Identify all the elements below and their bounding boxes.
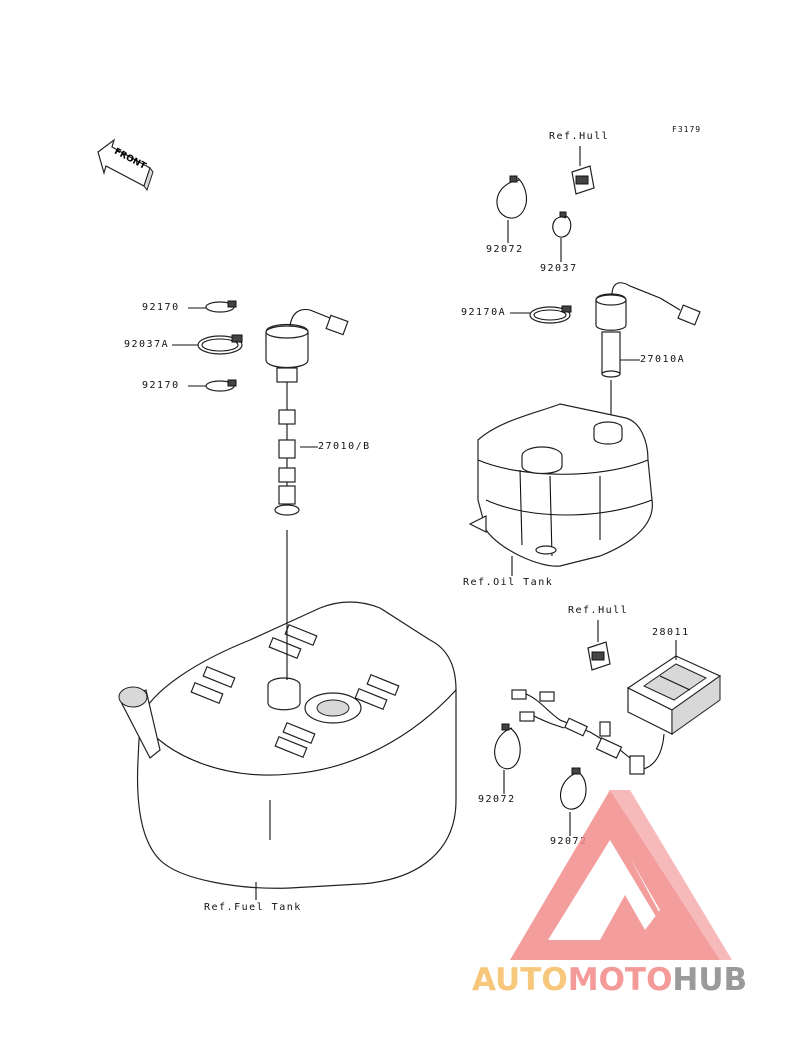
- callout-27010b: 27010/B: [318, 441, 371, 452]
- callout-28011: 28011: [652, 627, 690, 638]
- clamp-92170-bottom-icon: [205, 379, 237, 392]
- watermark-part3: HUB: [672, 962, 748, 998]
- callout-92072-top: 92072: [486, 244, 524, 255]
- callout-ref-hull-top: Ref.Hull: [549, 131, 610, 142]
- hull-bracket-top-icon: [571, 165, 595, 195]
- fuel-gauge-28011: [626, 655, 722, 775]
- fuel-level-sender-27010b: [265, 308, 349, 516]
- oil-tank: [468, 403, 653, 567]
- callout-92072-right: 92072: [550, 836, 588, 847]
- watermark-part2: MOTO: [567, 962, 673, 998]
- figure-code: F3179: [672, 125, 702, 134]
- clamp-92072-right-icon: [560, 767, 587, 810]
- wiring-harness: [511, 689, 631, 759]
- clamp-92170a-icon: [529, 305, 572, 324]
- callout-92170a: 92170A: [461, 307, 507, 318]
- fuel-tank: [118, 601, 457, 889]
- callout-ref-hull-mid: Ref.Hull: [568, 605, 629, 616]
- clamp-92072-left-icon: [494, 723, 521, 770]
- callout-27010a: 27010A: [640, 354, 686, 365]
- callout-92072-left: 92072: [478, 794, 516, 805]
- oil-level-sender-27010a: [595, 282, 701, 378]
- callout-92037a: 92037A: [124, 339, 170, 350]
- callout-ref-oil-tank: Ref.Oil Tank: [463, 577, 554, 588]
- clamp-92072-top-icon: [496, 175, 528, 219]
- watermark-part1: AUTO: [472, 962, 568, 998]
- clamp-92037-icon: [552, 211, 572, 238]
- callout-ref-fuel-tank: Ref.Fuel Tank: [204, 902, 302, 913]
- callout-92170-top: 92170: [142, 302, 180, 313]
- watermark-text: AUTOMOTOHUB: [472, 962, 747, 998]
- callout-92170-bottom: 92170: [142, 380, 180, 391]
- front-arrow-icon: FRONT: [97, 138, 154, 192]
- clamp-92037a-icon: [197, 334, 243, 355]
- callout-92037: 92037: [540, 263, 578, 274]
- watermark-logo-icon: [510, 790, 732, 960]
- clamp-92170-top-icon: [205, 300, 237, 313]
- hull-bracket-mid-icon: [587, 641, 611, 671]
